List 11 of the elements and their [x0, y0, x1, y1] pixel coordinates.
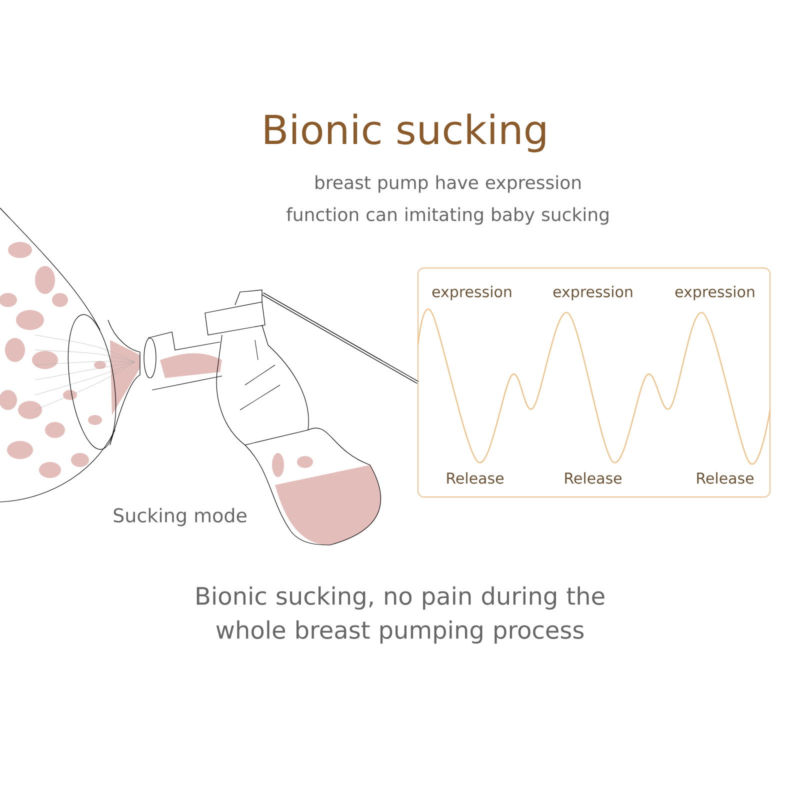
peak-label: expression: [430, 284, 514, 302]
trough-label: Release: [444, 471, 506, 485]
trough-label: Release: [562, 471, 624, 485]
tube-line: [262, 292, 419, 384]
peak-label: expression: [674, 284, 756, 302]
subtitle: breast pump have expression function can imitating baby sucking: [286, 175, 608, 225]
mode-label: Sucking mode: [114, 508, 246, 526]
caption: Bionic sucking, no pain during the whole breast pumping process: [196, 586, 604, 644]
peak-label: expression: [552, 284, 634, 302]
trough-label: Release: [694, 471, 756, 485]
title: Bionic sucking: [265, 114, 546, 152]
